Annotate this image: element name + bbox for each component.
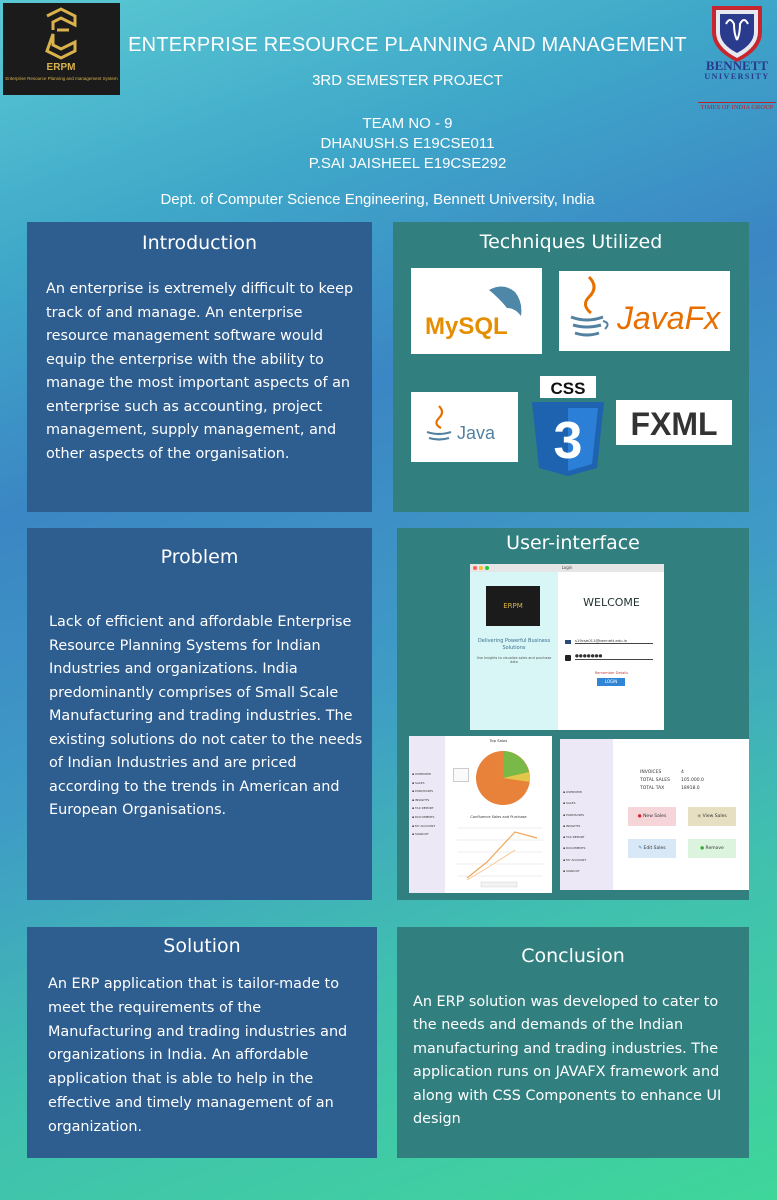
total-tax-value: 18918.0 <box>681 786 700 791</box>
problem-heading: Problem <box>160 546 239 568</box>
team-member-2: P.SAI JAISHEEL E19CSE292 <box>308 155 507 172</box>
login-password-field[interactable]: ●●●●●●● <box>575 654 653 660</box>
dashboard-screenshot: ▪ OVERVIEW ▪ SALES ▪ PURCHASES ▪ INSIGHTS ▪ … <box>409 736 552 893</box>
pencil-icon: ✎ <box>638 846 644 851</box>
sidebar-menu-item[interactable]: ▪ TAX REPORT <box>563 835 585 840</box>
sidebar-menu-item[interactable]: ▪ DOCUMENTS <box>412 814 435 819</box>
pie-chart-title: Top Sales <box>489 738 508 743</box>
introduction-body: An enterprise is extremely difficult to … <box>46 281 354 462</box>
logo-text: ERPM <box>47 62 76 73</box>
fxml-text: FXML <box>630 406 717 442</box>
javafx-logo: JavaFx <box>559 271 730 351</box>
sidebar-menu-item[interactable]: ▪ MY ACCOUNT <box>412 823 436 828</box>
login-screenshot: Login ERPM Delivering Powerful Business … <box>470 564 664 730</box>
university-subname: UNIVERSITY <box>704 72 770 81</box>
view-sales-button[interactable]: ◉ View Sales <box>688 807 736 826</box>
login-button[interactable]: LOGIN <box>597 678 625 686</box>
sales-sidebar: ▪ OVERVIEW ▪ SALES ▪ PURCHASES ▪ INSIGHTS ▪ … <box>560 739 613 890</box>
line-chart-title: Confluence Sales and Purchase <box>470 815 527 819</box>
sidebar-menu-item[interactable]: ▪ TAX REPORT <box>412 806 434 811</box>
pie-chart <box>476 751 531 805</box>
lock-icon <box>565 655 571 661</box>
user-interface-panel: User-interface Login ERPM Delivering Pow… <box>397 528 749 900</box>
sidebar-menu-item[interactable]: ▪ DOCUMENTS <box>563 846 586 851</box>
sidebar-menu-item[interactable]: ▪ SALES <box>412 780 425 785</box>
java-cup-icon: JavaFx <box>570 275 721 337</box>
conclusion-heading: Conclusion <box>521 945 625 967</box>
java-text: Java <box>457 423 496 443</box>
page-title: ENTERPRISE RESOURCE PLANNING AND MANAGEM… <box>128 34 687 56</box>
mysql-dolphin-icon: MySQL <box>425 286 522 340</box>
java-icon: Java <box>426 405 496 443</box>
user-interface-heading: User-interface <box>506 532 640 554</box>
mysql-text: MySQL <box>425 313 508 340</box>
login-email-field[interactable]: s19cse011@bennett.edu.in <box>575 638 653 644</box>
techniques-panel: Techniques Utilized MySQL JavaFx Java CS… <box>393 222 749 512</box>
sidebar-menu-item[interactable]: ▪ MY ACCOUNT <box>563 857 587 862</box>
sidebar-menu-item[interactable]: ▪ INSIGHTS <box>563 823 581 828</box>
team-member-1: DHANUSH.S E19CSE011 <box>320 135 495 152</box>
welcome-text: WELCOME <box>583 596 640 609</box>
java-logo: Java <box>411 392 518 462</box>
invoices-label: INVOICES <box>640 770 662 775</box>
solution-body: An ERP application that is tailor-made t… <box>48 976 348 1135</box>
remove-icon: ● <box>700 846 706 851</box>
erpm-logo: ERPM Enterprise Resource Planning and ma… <box>3 3 120 95</box>
pie-legend <box>453 768 469 782</box>
new-sales-button[interactable]: ● New Sales <box>628 807 676 826</box>
sidebar-menu-item[interactable]: ▪ PURCHASES <box>563 812 585 817</box>
sidebar-menu-item[interactable]: ▪ INSIGHTS <box>412 797 430 802</box>
conclusion-panel: Conclusion An ERP solution was developed… <box>397 927 749 1158</box>
total-tax-label: TOTAL TAX <box>640 786 665 791</box>
problem-body: Lack of efficient and affordable Enterpr… <box>49 614 363 818</box>
remember-details[interactable]: Remember Details <box>594 671 629 675</box>
team-info: TEAM NO - 9 DHANUSH.S E19CSE011 P.SAI JA… <box>120 114 695 174</box>
sidebar-menu-item[interactable]: ▪ OVERVIEW <box>412 772 431 776</box>
login-logo: ERPM <box>486 586 540 626</box>
sales-screenshot: ▪ OVERVIEW ▪ SALES ▪ PURCHASES ▪ INSIGHTS ▪ … <box>560 739 749 890</box>
introduction-panel: Introduction An enterprise is extremely … <box>27 222 372 512</box>
plus-icon: ● <box>637 814 644 819</box>
sidebar-menu-item[interactable]: ▪ SIGNOUT <box>563 869 580 874</box>
sidebar-menu-item[interactable]: ▪ SALES <box>563 801 576 806</box>
email-icon <box>565 640 571 644</box>
javafx-text: JavaFx <box>616 300 721 336</box>
university-crest-icon <box>712 6 762 62</box>
css3-logo: CSS 3 <box>530 374 606 478</box>
sidebar-menu-item[interactable]: ▪ PURCHASES <box>412 789 434 794</box>
login-tagline: Delivering Powerful Business Solutions <box>477 638 551 651</box>
login-subtext: Use Insights to visualize sales and purc… <box>476 656 552 664</box>
login-window-title: Login <box>561 565 573 570</box>
solution-panel: Solution An ERP application that is tail… <box>27 927 377 1158</box>
department-line: Dept. of Computer Science Engineering, B… <box>160 191 595 208</box>
page-subtitle: 3RD SEMESTER PROJECT <box>312 72 503 89</box>
conclusion-body: An ERP solution was developed to cater t… <box>413 994 722 1128</box>
fxml-logo: FXML <box>616 400 732 445</box>
css-text: CSS <box>551 379 586 398</box>
invoices-value: 4 <box>681 770 684 775</box>
line-chart <box>457 827 543 888</box>
team-number: TEAM NO - 9 <box>362 115 453 132</box>
problem-panel: Problem Lack of efficient and affordable… <box>27 528 372 900</box>
dashboard-sidebar: ▪ OVERVIEW ▪ SALES ▪ PURCHASES ▪ INSIGHTS ▪ … <box>409 736 445 893</box>
logo-caption: Enterprise Resource Planning and managem… <box>5 76 118 81</box>
solution-heading: Solution <box>163 935 241 957</box>
remove-button[interactable]: ● Remove <box>688 839 736 858</box>
css3-shield-icon: CSS 3 <box>532 376 604 476</box>
sidebar-menu-item[interactable]: ▪ OVERVIEW <box>563 790 582 794</box>
university-logo: BENNETT UNIVERSITY TIMES OF INDIA GROUP <box>698 2 776 112</box>
eye-icon: ◉ <box>697 814 703 819</box>
sidebar-menu-item[interactable]: ▪ SIGNOUT <box>412 832 429 837</box>
university-name: BENNETT <box>705 58 769 73</box>
university-tagline: TIMES OF INDIA GROUP <box>698 102 776 111</box>
mysql-logo: MySQL <box>411 268 542 354</box>
introduction-heading: Introduction <box>141 232 258 254</box>
total-sales-value: 105.000.0 <box>681 778 704 783</box>
edit-sales-button[interactable]: ✎ Edit Sales <box>628 839 676 858</box>
techniques-heading: Techniques Utilized <box>479 231 663 253</box>
total-sales-label: TOTAL SALES <box>640 778 670 783</box>
css-number: 3 <box>554 412 583 470</box>
